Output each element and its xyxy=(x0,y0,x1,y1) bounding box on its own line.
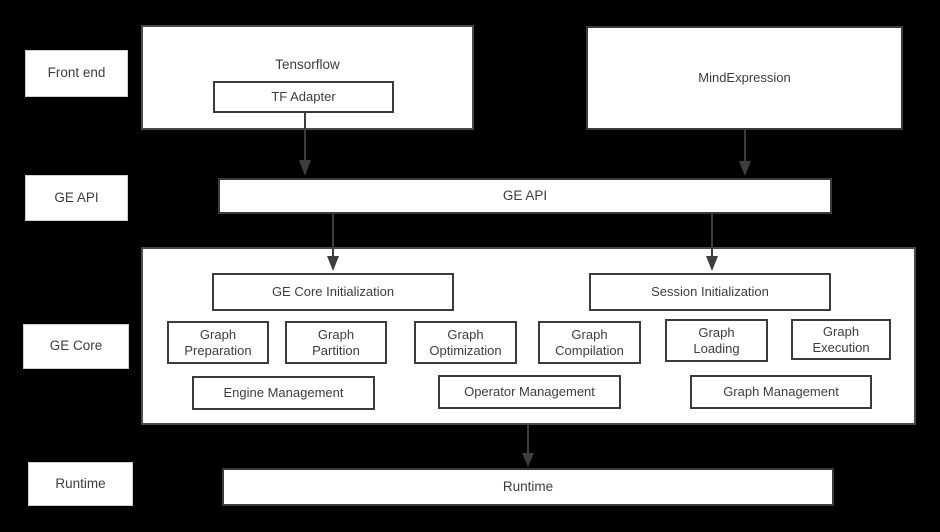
tf-adapter-box: TF Adapter xyxy=(213,81,394,113)
engine-management-box: Engine Management xyxy=(192,376,375,410)
graph-execution-box: Graph Execution xyxy=(791,319,891,360)
layer-label-runtime: Runtime xyxy=(28,462,133,506)
arrow-ge-core-to-runtime xyxy=(519,425,537,469)
tensorflow-title: Tensorflow xyxy=(275,57,340,72)
graph-compilation-box: Graph Compilation xyxy=(538,321,641,364)
layer-label-ge-api: GE API xyxy=(25,175,128,221)
layer-label-ge-core: GE Core xyxy=(23,324,129,369)
operator-management-box: Operator Management xyxy=(438,375,621,409)
layer-label-front-end: Front end xyxy=(25,50,128,97)
mindexpression-box: MindExpression xyxy=(586,26,903,130)
graph-partition-box: Graph Partition xyxy=(285,321,387,364)
graph-management-box: Graph Management xyxy=(690,375,872,409)
ge-api-bar: GE API xyxy=(218,178,832,214)
graph-loading-box: Graph Loading xyxy=(665,319,768,362)
runtime-bar: Runtime xyxy=(222,468,834,506)
session-initialization-box: Session Initialization xyxy=(589,273,831,311)
graph-preparation-box: Graph Preparation xyxy=(167,321,269,364)
arrow-mindexpression-to-ge-api xyxy=(736,130,754,179)
arrow-ge-api-to-session-init xyxy=(703,214,721,274)
arrow-ge-api-to-ge-core-init xyxy=(324,214,342,274)
ge-core-initialization-box: GE Core Initialization xyxy=(212,273,454,311)
arrow-tf-adapter-to-ge-api xyxy=(296,113,314,179)
graph-optimization-box: Graph Optimization xyxy=(414,321,517,364)
